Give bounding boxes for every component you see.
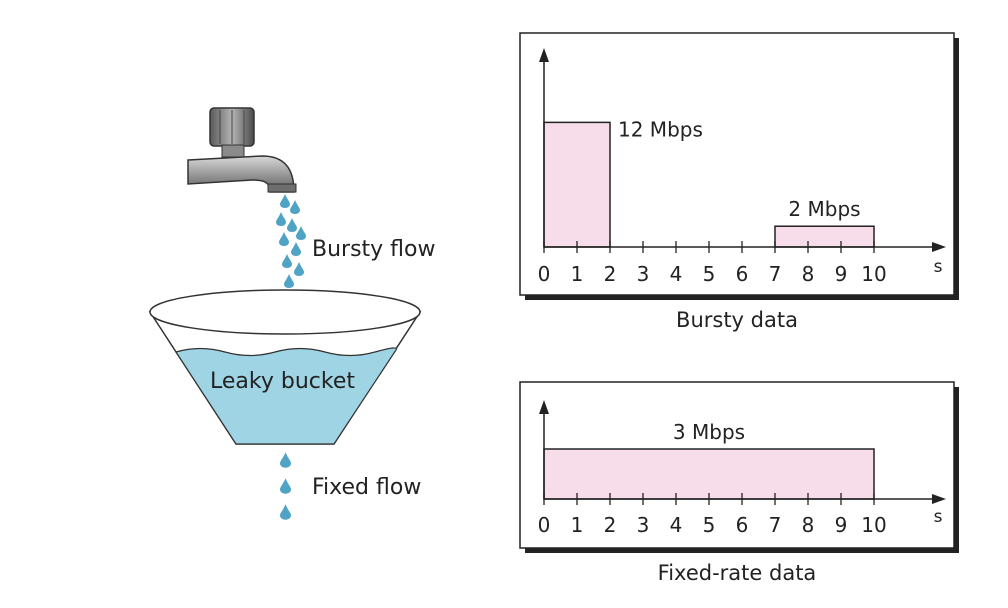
x-tick-label: 0 <box>538 513 551 537</box>
x-tick-label: 8 <box>802 513 815 537</box>
fixed-flow-label: Fixed flow <box>312 475 421 500</box>
bursty-water-drops-icon <box>276 194 306 301</box>
bar-value-label: 12 Mbps <box>618 117 703 141</box>
x-tick-label: 4 <box>670 262 683 286</box>
x-tick-label: 0 <box>538 262 551 286</box>
x-unit-label: s <box>934 257 943 277</box>
x-tick-label: 7 <box>769 513 782 537</box>
chart-caption: Bursty data <box>676 308 798 332</box>
bursty-flow-label: Bursty flow <box>312 237 436 262</box>
x-tick-label: 2 <box>604 513 617 537</box>
leaky-bucket-icon <box>148 289 422 445</box>
bar-segment <box>774 225 875 248</box>
x-tick-label: 1 <box>571 513 584 537</box>
chart-caption: Fixed-rate data <box>658 561 817 585</box>
faucet-icon <box>187 107 297 193</box>
bar-value-label: 3 Mbps <box>673 420 745 444</box>
x-tick-label: 3 <box>637 513 650 537</box>
x-tick-label: 2 <box>604 262 617 286</box>
fixed-water-drops-icon <box>280 452 291 520</box>
x-tick-label: 4 <box>670 513 683 537</box>
y-axis-arrow-icon <box>539 48 549 62</box>
x-axis-arrow-icon <box>932 242 946 252</box>
x-tick-label: 10 <box>861 513 886 537</box>
bar-segment <box>543 121 611 248</box>
x-tick-label: 8 <box>802 262 815 286</box>
bar-value-label: 2 Mbps <box>788 197 860 221</box>
x-tick-label: 5 <box>703 262 716 286</box>
x-tick-label: 7 <box>769 262 782 286</box>
x-tick-label: 9 <box>835 262 848 286</box>
x-tick-label: 1 <box>571 262 584 286</box>
y-axis-arrow-icon <box>539 400 549 414</box>
leaky-bucket-label: Leaky bucket <box>210 369 355 394</box>
bar-segment <box>543 448 875 500</box>
x-tick-label: 10 <box>861 262 886 286</box>
x-tick-label: 6 <box>736 513 749 537</box>
x-tick-label: 6 <box>736 262 749 286</box>
x-tick-label: 5 <box>703 513 716 537</box>
x-tick-label: 9 <box>835 513 848 537</box>
x-tick-label: 3 <box>637 262 650 286</box>
x-unit-label: s <box>934 507 943 527</box>
x-axis-arrow-icon <box>932 494 946 504</box>
